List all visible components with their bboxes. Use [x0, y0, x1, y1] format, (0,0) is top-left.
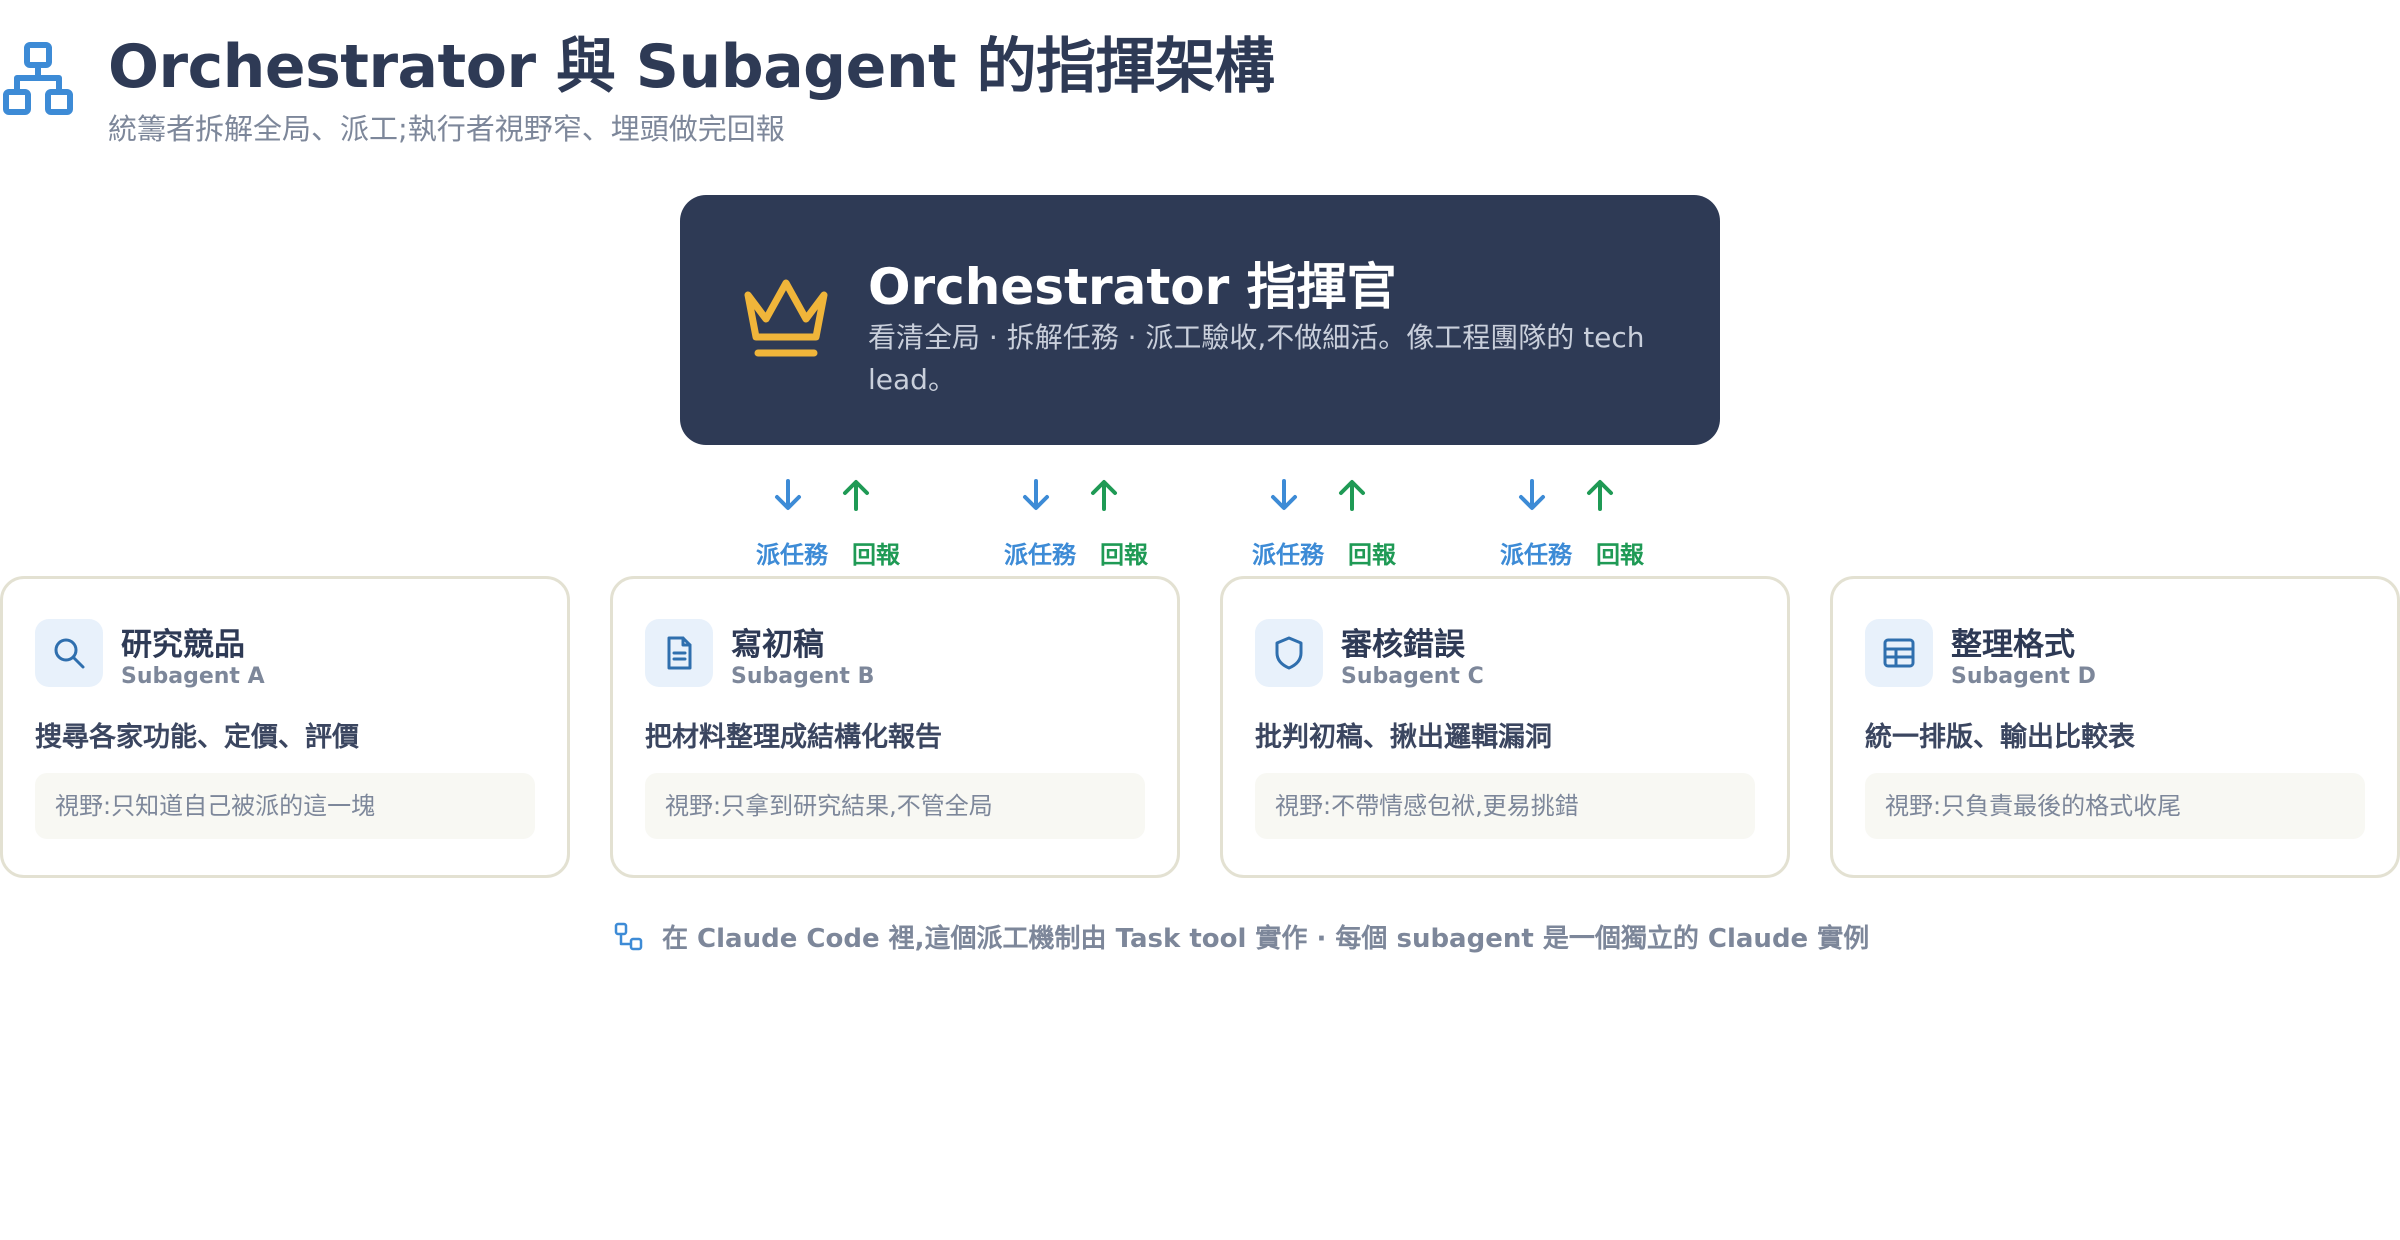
hierarchy-icon [3, 42, 73, 115]
hierarchy-icon [614, 922, 643, 951]
card-title: 寫初稿 [731, 627, 824, 663]
card-icon-badge [1865, 619, 1933, 687]
card-icon-badge [35, 619, 103, 687]
card-agent-name: Subagent D [1951, 664, 2096, 689]
card-task: 批判初稿、揪出邏輯漏洞 [1255, 722, 1552, 753]
card-scope: 視野:只拿到研究結果,不管全局 [645, 773, 1145, 839]
arrow-up-icon [1587, 480, 1613, 511]
orchestrator-card: Orchestrator 指揮官 看清全局 · 拆解任務 · 派工驗收,不做細活… [680, 195, 1720, 445]
card-scope: 視野:只知道自己被派的這一塊 [35, 773, 535, 839]
connector-b: 派任務 回報 [1004, 475, 1164, 575]
card-agent-name: Subagent A [121, 664, 265, 689]
footer-text: 在 Claude Code 裡,這個派工機制由 Task tool 實作 · 每… [662, 924, 1870, 954]
connector-d: 派任務 回報 [1500, 475, 1660, 575]
report-label: 回報 [852, 541, 900, 569]
subagent-card-a: 研究競品 Subagent A 搜尋各家功能、定價、評價 視野:只知道自己被派的… [0, 576, 570, 878]
arrow-down-icon [1271, 479, 1297, 510]
document-icon [667, 636, 692, 670]
card-title: 整理格式 [1951, 627, 2075, 663]
dispatch-label: 派任務 [1500, 541, 1572, 569]
card-title: 研究競品 [121, 627, 245, 663]
dispatch-label: 派任務 [1004, 541, 1076, 569]
subagent-card-b: 寫初稿 Subagent B 把材料整理成結構化報告 視野:只拿到研究結果,不管… [610, 576, 1180, 878]
arrow-down-icon [1519, 479, 1545, 510]
card-icon-badge [645, 619, 713, 687]
connector-a: 派任務 回報 [756, 475, 916, 575]
card-task: 把材料整理成結構化報告 [645, 722, 942, 753]
card-scope: 視野:不帶情感包袱,更易挑錯 [1255, 773, 1755, 839]
orchestrator-description: 看清全局 · 拆解任務 · 派工驗收,不做細活。像工程團隊的 tech lead… [868, 321, 1645, 396]
card-scope: 視野:只負責最後的格式收尾 [1865, 773, 2365, 839]
dispatch-label: 派任務 [756, 541, 828, 569]
page-subtitle: 統籌者拆解全局、派工;執行者視野窄、埋頭做完回報 [108, 112, 785, 146]
arrow-down-icon [1023, 479, 1049, 510]
connector-c: 派任務 回報 [1252, 475, 1412, 575]
card-title: 審核錯誤 [1341, 627, 1465, 663]
arrow-up-icon [1091, 480, 1117, 511]
subagent-card-d: 整理格式 Subagent D 統一排版、輸出比較表 視野:只負責最後的格式收尾 [1830, 576, 2400, 878]
crown-icon [744, 279, 828, 357]
arrow-up-icon [843, 480, 869, 511]
report-label: 回報 [1348, 541, 1396, 569]
card-task: 搜尋各家功能、定價、評價 [35, 722, 359, 753]
card-agent-name: Subagent C [1341, 664, 1484, 689]
card-agent-name: Subagent B [731, 664, 875, 689]
subagent-card-c: 審核錯誤 Subagent C 批判初稿、揪出邏輯漏洞 視野:不帶情感包袱,更易… [1220, 576, 1790, 878]
report-label: 回報 [1596, 541, 1644, 569]
arrow-up-icon [1339, 480, 1365, 511]
shield-icon [1275, 636, 1303, 670]
card-icon-badge [1255, 619, 1323, 687]
arrow-down-icon [775, 479, 801, 510]
dispatch-label: 派任務 [1252, 541, 1324, 569]
card-task: 統一排版、輸出比較表 [1865, 722, 2135, 753]
orchestrator-title: Orchestrator 指揮官 [868, 258, 1397, 316]
report-label: 回報 [1100, 541, 1148, 569]
page-title: Orchestrator 與 Subagent 的指揮架構 [108, 32, 1275, 102]
search-icon [54, 638, 85, 669]
table-icon [1883, 638, 1915, 668]
